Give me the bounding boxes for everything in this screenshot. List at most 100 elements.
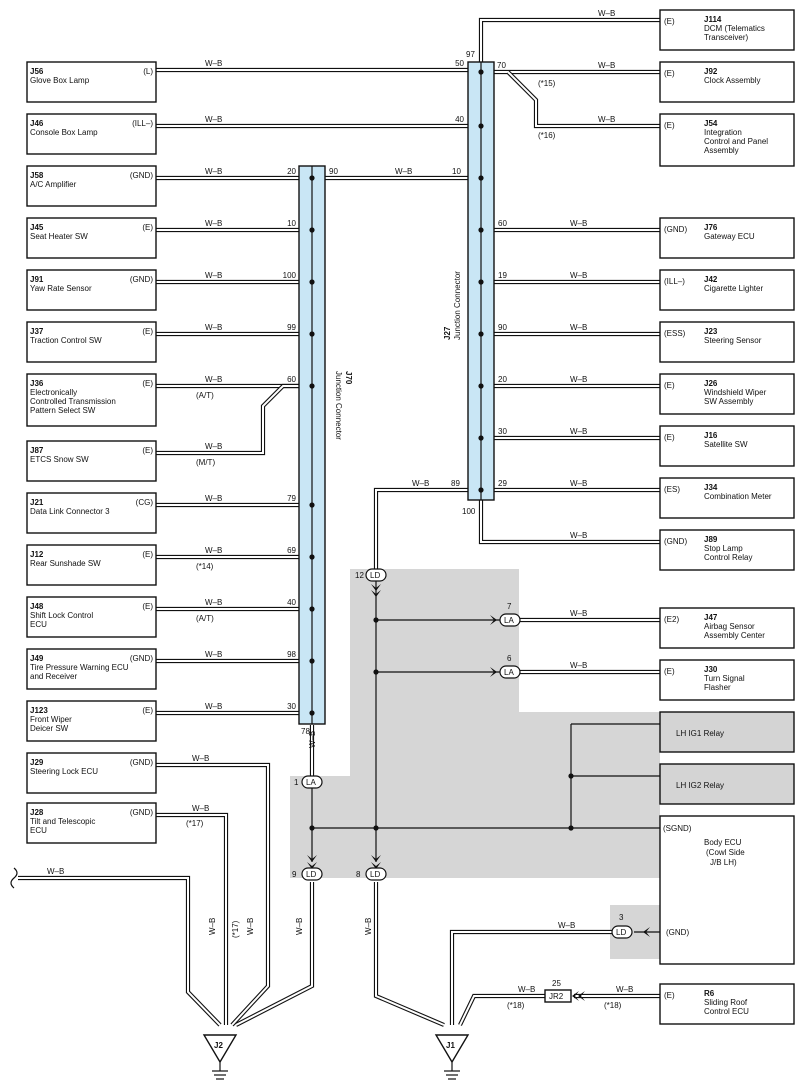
pin-60: 60	[498, 219, 507, 228]
wire-color-label: W–B	[205, 494, 222, 503]
component-code: J46	[30, 119, 44, 128]
pin-10: 10	[287, 219, 296, 228]
component-terminal: (GND)	[664, 537, 687, 546]
wire-color-label: W–B	[205, 598, 222, 607]
component-code: J49	[30, 654, 44, 663]
junction-dots	[309, 69, 574, 831]
component-name: Sliding Roof	[704, 998, 748, 1007]
svg-text:8: 8	[356, 870, 361, 879]
component-code: J16	[704, 431, 718, 440]
svg-text:7: 7	[507, 602, 512, 611]
component-name: Control and Panel	[704, 137, 768, 146]
component-code: J58	[30, 171, 44, 180]
svg-text:12: 12	[355, 571, 364, 580]
component-name: Clock Assembly	[704, 76, 760, 85]
component-name: Glove Box Lamp	[30, 76, 90, 85]
svg-text:J1: J1	[446, 1041, 455, 1050]
svg-text:J70: J70	[344, 371, 353, 385]
component-code: J56	[30, 67, 44, 76]
component-code: J92	[704, 67, 718, 76]
wire-color-label: W–B	[570, 531, 587, 540]
component-name: Data Link Connector 3	[30, 507, 110, 516]
wire-color-label: W–B	[205, 167, 222, 176]
wire-color-label: W–B	[570, 271, 587, 280]
note-j54: (*16)	[538, 131, 556, 140]
svg-text:(GND): (GND)	[666, 928, 689, 937]
wire-color-label: W–B	[246, 918, 255, 935]
component-terminal: (GND)	[130, 171, 153, 180]
component-name: SW Assembly	[704, 397, 753, 406]
wire-color-label: W–B	[395, 167, 412, 176]
pin-99: 99	[287, 323, 296, 332]
pin-69: 69	[287, 546, 296, 555]
component-name: ECU	[30, 826, 47, 835]
wire-color-label: W–B	[205, 59, 222, 68]
component-name: Deicer SW	[30, 724, 69, 733]
lh-ig2-relay: LH IG2 Relay	[659, 763, 795, 805]
component-code: J21	[30, 498, 44, 507]
ground-j2: J2	[202, 1034, 238, 1080]
svg-text:LA: LA	[306, 778, 316, 787]
j27-pin-89: 89	[451, 479, 460, 488]
component-name: Console Box Lamp	[30, 128, 98, 137]
pin-30: 30	[498, 427, 507, 436]
wire-break-mark	[10, 867, 18, 889]
lh-ig1-relay: LH IG1 Relay	[659, 711, 795, 753]
svg-text:Junction Connector: Junction Connector	[334, 371, 343, 440]
component-terminal: (E)	[142, 602, 153, 611]
inline-connector-ld-3: 3 LD	[611, 913, 633, 939]
inline-connector-la-6: 6 LA	[499, 654, 521, 679]
component-terminal: (GND)	[130, 654, 153, 663]
wire-color-label: W–B	[598, 115, 615, 124]
body-ecu-internal-region	[290, 569, 660, 878]
j70-title: J70 Junction Connector	[334, 371, 353, 440]
j27-pin-97: 97	[466, 50, 475, 59]
note-j48: (A/T)	[196, 614, 214, 623]
component-terminal: (E)	[142, 706, 153, 715]
wire-color-label: W–B	[205, 546, 222, 555]
j70-pin-78: 78	[301, 727, 310, 736]
component-terminal: (E)	[142, 327, 153, 336]
wire-color-label: W–B	[192, 754, 209, 763]
component-name: Control ECU	[704, 1007, 749, 1016]
component-terminal: (E)	[664, 381, 675, 390]
component-code: J23	[704, 327, 718, 336]
component-terminal: (E)	[142, 223, 153, 232]
svg-text:J2: J2	[214, 1041, 223, 1050]
inline-connector-ld-12: 12 LD	[355, 568, 387, 582]
svg-text:LD: LD	[370, 571, 380, 580]
svg-text:3: 3	[619, 913, 624, 922]
wire-color-label: W–B	[205, 702, 222, 711]
component-name: Pattern Select SW	[30, 406, 96, 415]
wire-color-label: W–B	[570, 219, 587, 228]
component-terminal: (CG)	[136, 498, 154, 507]
pin-20: 20	[498, 375, 507, 384]
svg-text:LD: LD	[616, 928, 626, 937]
wire-color-label: W–B	[205, 442, 222, 451]
note-j87: (M/T)	[196, 458, 215, 467]
component-code: J123	[30, 706, 48, 715]
wire-color-label: W–B	[192, 804, 209, 813]
wire-color-label: W–B	[598, 9, 615, 18]
component-code: J47	[704, 613, 718, 622]
pin-100: 100	[283, 271, 297, 280]
component-terminal: (E)	[142, 379, 153, 388]
component-code: J30	[704, 665, 718, 674]
component-name: Gateway ECU	[704, 232, 755, 241]
svg-text:JR2: JR2	[549, 992, 564, 1001]
component-terminal: (ILL–)	[132, 119, 153, 128]
component-code: J76	[704, 223, 718, 232]
component-name: DCM (Telematics	[704, 24, 765, 33]
